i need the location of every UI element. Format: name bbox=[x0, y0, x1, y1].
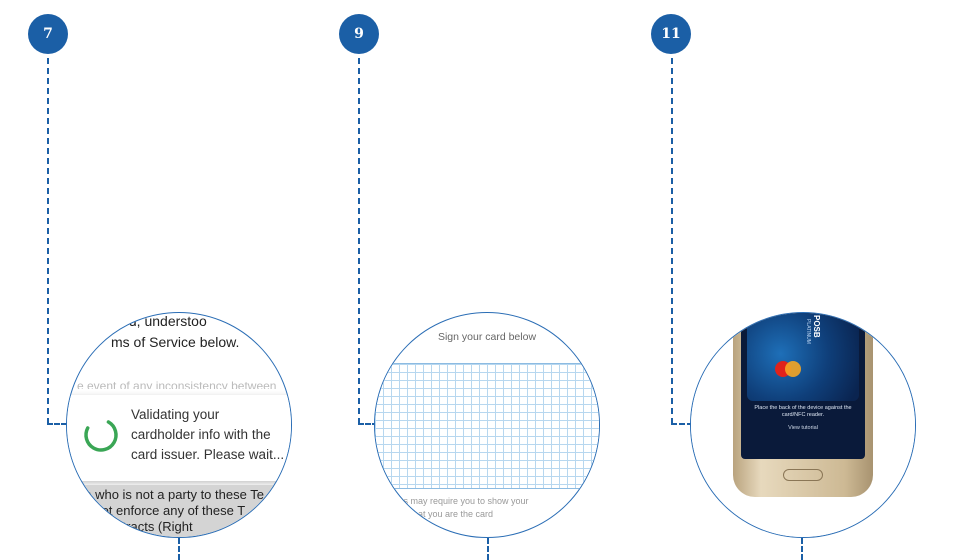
connector-line bbox=[358, 58, 360, 424]
validating-message: Validating your cardholder info with the… bbox=[131, 405, 284, 465]
terms-line: ms of Service below. bbox=[111, 334, 240, 350]
connector-line bbox=[358, 423, 378, 425]
validating-dialog: Validating your cardholder info with the… bbox=[67, 395, 291, 481]
zoom-circle-signature: Sign your card below ts may require you … bbox=[374, 312, 600, 538]
terms-line: ay not enforce any of these T bbox=[77, 503, 246, 518]
zoom-circle-validating: wed, understoo ms of Service below. e ev… bbox=[66, 312, 292, 538]
note-line: fy that you are the card bbox=[401, 509, 494, 519]
message-line: card issuer. Please wait... bbox=[131, 447, 285, 462]
card-brand: POSB bbox=[812, 315, 821, 338]
connector-line bbox=[47, 423, 67, 425]
signature-pad[interactable] bbox=[375, 363, 599, 489]
step-number: 9 bbox=[354, 26, 364, 42]
connector-line bbox=[178, 538, 180, 560]
terms-text: wed, understoo ms of Service below. bbox=[111, 313, 240, 353]
phone-screen: O! POSB PLATINUM Place the back of the d… bbox=[741, 313, 865, 459]
terms-line: on who is not a party to these Te bbox=[77, 487, 264, 502]
step-number: 11 bbox=[661, 26, 681, 42]
terms-line: wed, understoo bbox=[111, 313, 207, 329]
signature-title: Sign your card below bbox=[437, 331, 537, 343]
connector-line bbox=[487, 538, 489, 560]
zoom-circle-tap-card: O! POSB PLATINUM Place the back of the d… bbox=[690, 312, 916, 538]
step-badge-7: 7 bbox=[28, 14, 68, 54]
message-line: cardholder info with the bbox=[131, 427, 271, 442]
card-tier: PLATINUM bbox=[805, 319, 811, 344]
home-button[interactable] bbox=[783, 469, 823, 481]
view-tutorial-link[interactable]: View tutorial bbox=[788, 425, 818, 431]
phone-device: O! POSB PLATINUM Place the back of the d… bbox=[733, 313, 873, 497]
note-line: ts may require you to show your bbox=[401, 496, 529, 506]
step-badge-9: 9 bbox=[339, 14, 379, 54]
connector-line bbox=[671, 423, 693, 425]
terms-line: the Contracts (Right bbox=[77, 519, 193, 534]
message-line: Validating your bbox=[131, 407, 220, 422]
connector-line bbox=[801, 538, 803, 560]
progress-spinner-icon bbox=[84, 418, 118, 452]
signature-note: ts may require you to show your fy that … bbox=[401, 495, 529, 521]
tap-instruction: Place the back of the device against the… bbox=[754, 405, 852, 418]
background-terms: on who is not a party to these Te ay not… bbox=[67, 485, 291, 537]
payment-card: O! POSB PLATINUM bbox=[747, 313, 859, 401]
faded-terms-line: e event of any inconsistency between bbox=[77, 379, 277, 389]
connector-line bbox=[671, 58, 673, 424]
mastercard-logo-icon bbox=[775, 361, 801, 377]
connector-line bbox=[47, 58, 49, 424]
step-number: 7 bbox=[43, 26, 53, 42]
step-badge-11: 11 bbox=[651, 14, 691, 54]
